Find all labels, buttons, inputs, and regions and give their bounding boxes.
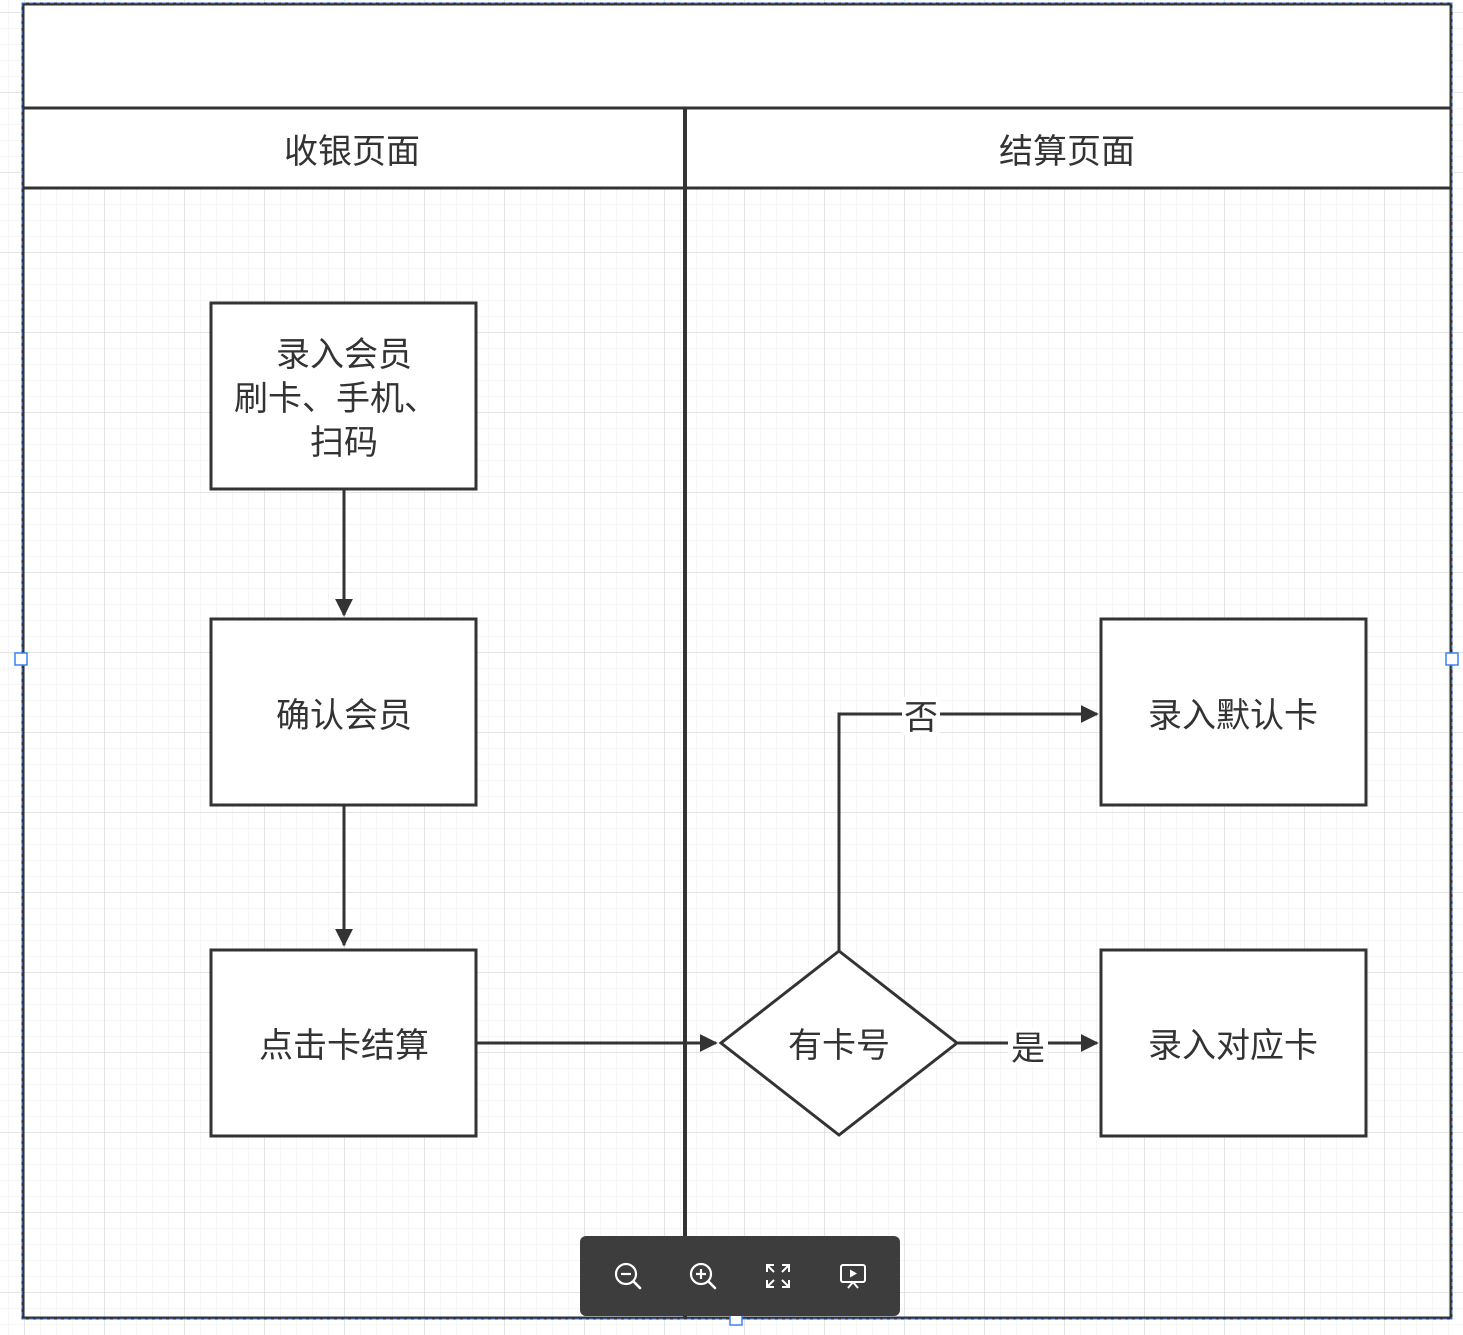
resize-handle-left[interactable] — [14, 652, 28, 666]
node-text-line: 确认会员 — [276, 696, 412, 736]
edge-label-yes: 是 — [1011, 1029, 1045, 1069]
node-text-line: 录入默认卡 — [1148, 696, 1318, 736]
resize-handle-right[interactable] — [1445, 652, 1459, 666]
node-has-card-no-decision[interactable]: 有卡号 — [718, 949, 960, 1137]
node-click-card-checkout[interactable]: 点击卡结算 — [209, 948, 478, 1138]
view-toolbar — [580, 1236, 900, 1316]
edge-label-no-bg — [902, 697, 940, 735]
lane-title-checkout: 结算页面 — [999, 132, 1135, 172]
edge-no-branch[interactable] — [837, 705, 1099, 951]
node-enter-member[interactable]: 录入会员 刷卡、手机、 扫码 — [209, 301, 478, 491]
fullscreen-button[interactable] — [754, 1252, 802, 1300]
node-text-line: 有卡号 — [788, 1026, 890, 1066]
presentation-button[interactable] — [829, 1252, 877, 1300]
node-enter-default-card[interactable]: 录入默认卡 — [1099, 617, 1368, 807]
lane-header-band — [23, 108, 1451, 188]
fullscreen-icon — [765, 1264, 790, 1288]
node-text-line: 录入会员 — [276, 335, 412, 375]
zoom-in-button[interactable] — [679, 1252, 727, 1300]
node-text-line: 点击卡结算 — [259, 1026, 429, 1066]
node-text-line: 录入对应卡 — [1148, 1026, 1318, 1066]
pool-header — [23, 4, 1451, 108]
zoom-in-icon — [689, 1262, 716, 1290]
lane-title-cashier: 收银页面 — [284, 132, 420, 172]
node-text-line: 扫码 — [310, 423, 378, 463]
node-confirm-member[interactable]: 确认会员 — [209, 617, 478, 807]
presentation-icon — [839, 1264, 866, 1289]
zoom-out-button[interactable] — [604, 1252, 652, 1300]
node-enter-matching-card[interactable]: 录入对应卡 — [1099, 948, 1368, 1138]
zoom-out-icon — [614, 1262, 641, 1290]
edge-label-no: 否 — [904, 698, 938, 738]
edge-label-yes-bg — [1008, 1027, 1048, 1065]
node-text-line: 刷卡、手机、 — [234, 379, 438, 419]
